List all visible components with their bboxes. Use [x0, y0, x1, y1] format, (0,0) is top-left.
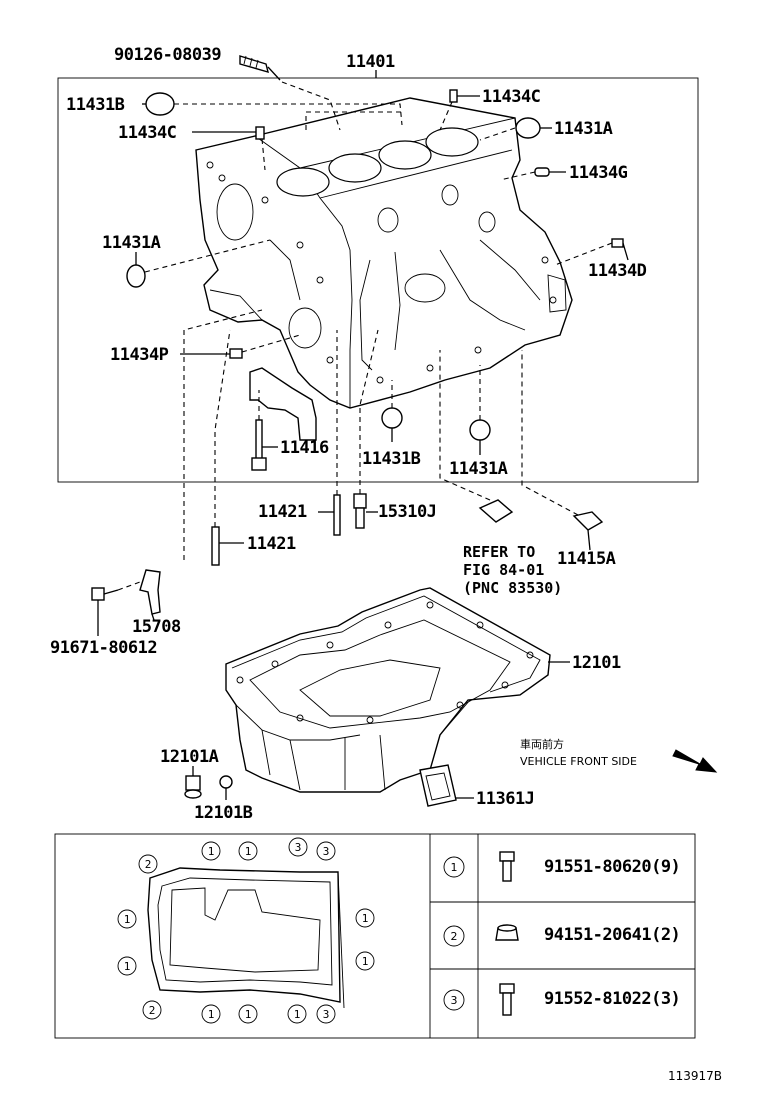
bolt-icon [499, 851, 515, 882]
label-11416: 11416 [280, 438, 329, 458]
callout-text: 1 [294, 1008, 301, 1021]
refer-note: REFER TO FIG 84-01 (PNC 83530) [463, 543, 562, 597]
bolt-table-frame [54, 833, 696, 1039]
bearing-cap [249, 367, 317, 441]
callout-text: 1 [245, 845, 252, 858]
plug-11431A-bot [469, 419, 491, 441]
legend-num: 3 [451, 994, 458, 1007]
callout-text: 1 [208, 845, 215, 858]
bolt-90126 [239, 55, 269, 74]
label-11361J: 11361J [476, 789, 534, 809]
legend-row-3: 3 91552-81022(3) [443, 983, 681, 1016]
refer-line-3: (PNC 83530) [463, 579, 562, 597]
legend-row-1: 1 91551-80620(9) [443, 851, 681, 882]
label-15708: 15708 [132, 617, 181, 637]
label-11415A: 11415A [557, 549, 616, 569]
switch-15310J [353, 493, 367, 529]
label-11421-b: 11421 [247, 534, 296, 554]
sensor-refer-fig [478, 499, 514, 523]
label-11434C-left: 11434C [118, 123, 176, 143]
cylinder-block-frame [57, 77, 699, 483]
callout-text: 1 [245, 1008, 252, 1021]
vehicle-front-en: VEHICLE FRONT SIDE [520, 755, 637, 768]
callout-text: 1 [124, 960, 131, 973]
bolt-icon [499, 983, 515, 1016]
legend-num: 2 [451, 930, 458, 943]
label-11434C-top: 11434C [482, 87, 540, 107]
bracket-15708 [139, 569, 161, 615]
label-11421-a: 11421 [258, 502, 307, 522]
bolt-11416 [251, 419, 267, 471]
plug-11431B-top [145, 92, 175, 116]
label-11401: 11401 [346, 52, 395, 72]
label-12101: 12101 [572, 653, 621, 673]
label-12101A: 12101A [160, 747, 219, 767]
pan-callouts: 2 1 1 3 3 1 1 1 1 2 1 1 1 3 [117, 837, 375, 1024]
legend-part: 91552-81022(3) [544, 989, 680, 1009]
legend-part: 91551-80620(9) [544, 857, 680, 877]
stud-11421-a [333, 494, 341, 536]
legend-part: 94151-20641(2) [544, 925, 680, 945]
pin-11434C-left [255, 126, 265, 140]
oil-pan-drawing [225, 587, 551, 793]
nut-icon [495, 924, 519, 941]
drain-plug-12101A [184, 775, 202, 799]
label-11431A-left: 11431A [102, 233, 161, 253]
label-11434G: 11434G [569, 163, 628, 183]
strainer-11361J [419, 764, 457, 807]
pin-11434G [534, 167, 550, 177]
bolt-91671 [91, 587, 119, 601]
label-11431B-top: 11431B [66, 95, 125, 115]
legend-num: 1 [451, 861, 458, 874]
stud-11421-b [211, 526, 220, 566]
legend-row-2: 2 94151-20641(2) [443, 924, 681, 947]
plug-11431A-left [126, 264, 146, 288]
callout-text: 2 [149, 1004, 156, 1017]
callout-text: 1 [124, 913, 131, 926]
pan-plan-view [147, 867, 345, 1009]
callout-text: 3 [323, 845, 330, 858]
refer-line-2: FIG 84-01 [463, 561, 544, 579]
figure-id: 113917B [668, 1069, 722, 1083]
vehicle-front-arrow-icon [672, 749, 718, 773]
label-90126: 90126-08039 [114, 45, 221, 65]
gasket-12101B [219, 775, 233, 789]
plug-11431A-right [515, 117, 541, 139]
label-91671: 91671-80612 [50, 638, 157, 658]
cylinder-block-drawing [195, 97, 573, 409]
pin-11434D [611, 238, 624, 248]
callout-text: 3 [323, 1008, 330, 1021]
dashed-lines [117, 81, 613, 591]
callout-text: 1 [208, 1008, 215, 1021]
plug-11431B-bot [381, 407, 403, 429]
callout-text: 3 [295, 841, 302, 854]
pin-11434C-top [449, 89, 458, 103]
label-11431B-bot: 11431B [362, 449, 421, 469]
refer-line-1: REFER TO [463, 543, 535, 561]
plug-11415A [572, 511, 604, 531]
label-15310J: 15310J [378, 502, 436, 522]
label-12101B: 12101B [194, 803, 253, 823]
label-11434D: 11434D [588, 261, 647, 281]
leader-lines-top [97, 66, 629, 636]
callout-text: 2 [145, 858, 152, 871]
part-labels: 90126-08039 11401 11431B 11434C 11434C 1… [50, 45, 647, 823]
pin-11434P [229, 348, 243, 359]
label-11434P: 11434P [110, 345, 169, 365]
callout-text: 1 [362, 955, 369, 968]
label-11431A-bot: 11431A [449, 459, 508, 479]
vehicle-front-jp: 車両前方 [520, 737, 564, 751]
callout-text: 1 [362, 912, 369, 925]
label-11431A-right: 11431A [554, 119, 613, 139]
